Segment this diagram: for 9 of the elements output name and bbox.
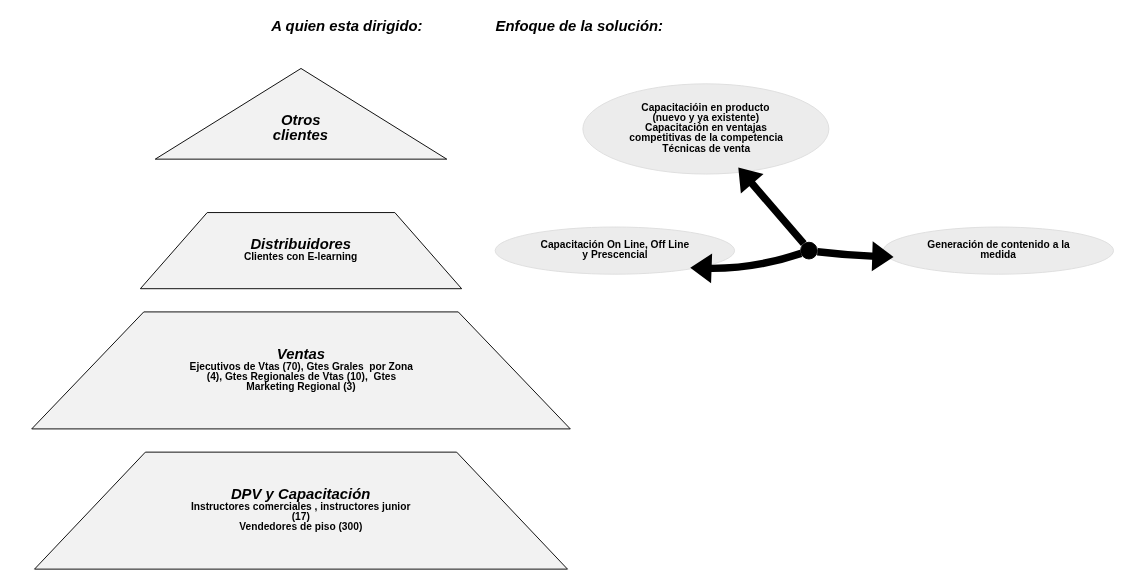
arrow — [689, 249, 802, 284]
node-ellipse: Generación de contenido a la medida — [882, 226, 1114, 275]
node-ellipse: Capacitación On Line, Off Line y Prescencial — [494, 226, 735, 275]
label: Enfoque de la solución: — [495, 18, 663, 35]
arrow — [737, 167, 807, 247]
arrow — [816, 241, 894, 272]
node-point — [799, 241, 818, 260]
label: A quien esta dirigido: — [270, 18, 422, 35]
node-ellipse: Capacitacióin en producto (nuevo y ya existente) Capacitación en ventajas competitivas de la competencia Técnicas de venta — [581, 83, 829, 175]
